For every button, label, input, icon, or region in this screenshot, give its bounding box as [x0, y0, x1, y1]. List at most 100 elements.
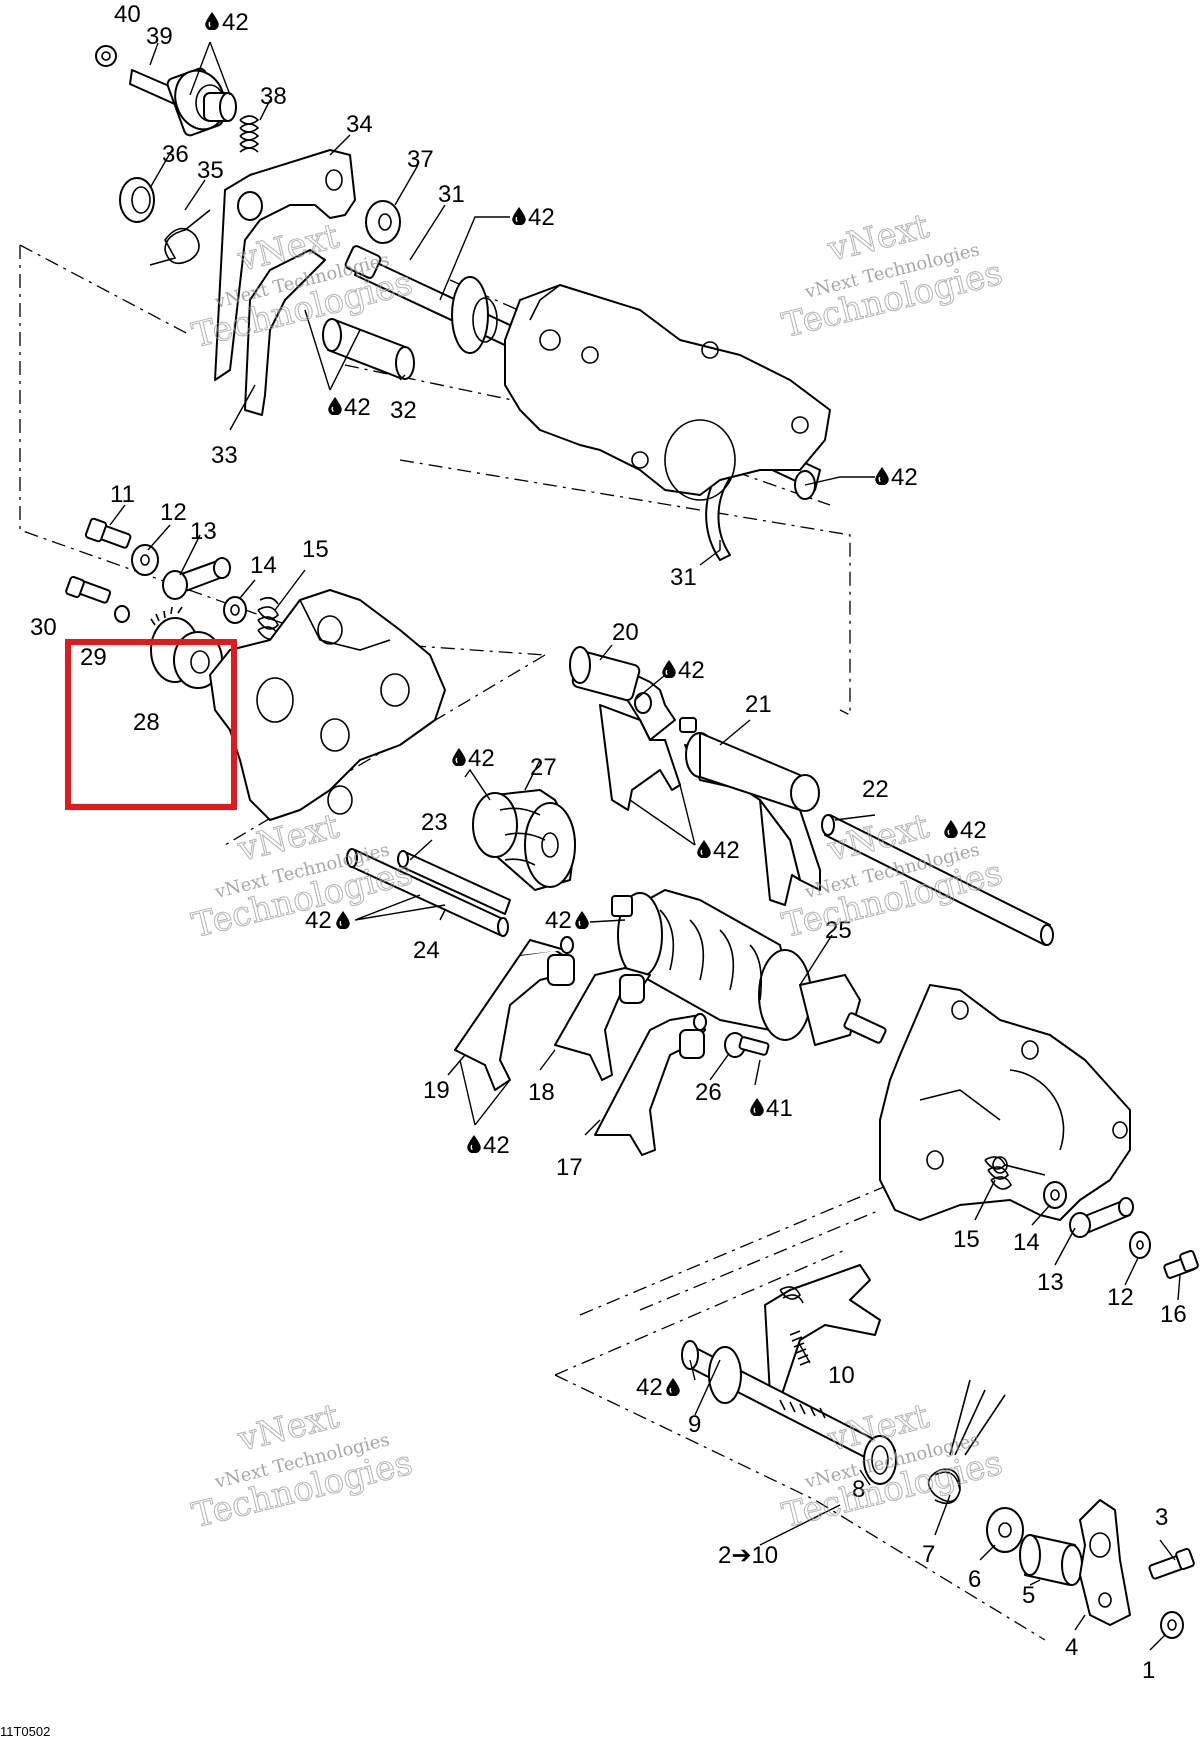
part-label: 1 — [1142, 1657, 1155, 1684]
part-22-fork-shaft — [821, 814, 1054, 946]
oil-drop-icon — [750, 1098, 764, 1116]
part-label: 14 — [1013, 1229, 1040, 1256]
watermark-upper-left: vNext vNext Technologies Technologies — [188, 216, 417, 357]
highlight-box — [65, 639, 237, 810]
part-5-bushing — [1019, 1534, 1083, 1586]
part-label: 30 — [30, 614, 57, 641]
part-4-shift-lever — [1079, 1499, 1131, 1626]
oil-drop-icon — [512, 207, 526, 225]
part-18-shift-fork — [554, 967, 651, 1081]
oil-drop-icon — [336, 911, 350, 929]
part-20-shift-fork — [569, 646, 681, 811]
part-11-bolt — [84, 517, 132, 549]
oil-drop-icon — [452, 748, 466, 766]
leader-lines — [109, 41, 1181, 1651]
part-35-torsion-spring — [149, 209, 211, 266]
part-33-shift-lever-arm — [244, 249, 326, 416]
oil-drop-icon — [666, 1378, 680, 1396]
part-label: 14 — [250, 552, 277, 579]
oil-drop-icon — [662, 660, 676, 678]
part-27-cam — [472, 789, 576, 891]
part-29-washer — [114, 605, 130, 623]
part-17-shift-fork — [594, 1013, 707, 1156]
part-label: 13 — [190, 518, 217, 545]
oil-drop-icon — [467, 1135, 481, 1153]
part-number-labels: 40 39 38 34 36 35 37 31 32 33 31 11 12 1… — [30, 1, 1187, 1684]
part-label: 31 — [438, 181, 465, 208]
part-label: 24 — [413, 937, 440, 964]
part-37-washer — [365, 200, 401, 244]
part-label: 25 — [825, 917, 852, 944]
part-7-torsion-spring — [927, 1379, 1006, 1505]
part-13b-lever — [1069, 1197, 1134, 1238]
part-1-washer — [1160, 1611, 1184, 1639]
lube-label: 42 — [528, 204, 555, 231]
part-label: 32 — [390, 397, 417, 424]
part-label: 7 — [922, 1541, 935, 1568]
left-housing-case — [209, 589, 446, 821]
part-15-spring — [257, 596, 279, 640]
part-30-bolt — [65, 575, 112, 604]
part-label: 13 — [1037, 1269, 1064, 1296]
part-32-bushing — [322, 318, 415, 380]
oil-drop-icon — [697, 840, 711, 858]
reference-code: 11T0502 — [0, 1724, 50, 1739]
part-label: 3 — [1155, 1504, 1168, 1531]
part-label: 18 — [528, 1079, 555, 1106]
lube-label: 42 — [960, 817, 987, 844]
watermark-upper-right: vNext vNext Technologies Technologies — [778, 206, 1007, 347]
part-label: 12 — [160, 499, 187, 526]
part-label: 8 — [852, 1476, 865, 1503]
part-12b-washer — [1129, 1231, 1151, 1259]
part-label: 27 — [530, 754, 557, 781]
part-34-shift-lever — [214, 149, 356, 381]
part-label: 40 — [114, 1, 141, 28]
part-label: 26 — [695, 1079, 722, 1106]
part-label: 2➔10 — [718, 1542, 778, 1569]
part-12-washer — [131, 544, 159, 576]
part-label: 20 — [612, 619, 639, 646]
part-39-gear-shaft — [129, 67, 237, 137]
part-21-shift-fork — [679, 717, 821, 906]
oil-drop-icon — [205, 12, 219, 30]
oil-drop-icon — [575, 911, 589, 929]
part-label: 17 — [556, 1154, 583, 1181]
part-23-fork-rod — [346, 848, 509, 937]
part-label: 15 — [302, 536, 329, 563]
lube-label: 42 — [305, 907, 332, 934]
lube-label: 42 — [483, 1132, 510, 1159]
watermark-middle-left: vNext vNext Technologies Technologies — [188, 806, 417, 947]
part-14-washer — [223, 596, 247, 624]
part-label: 6 — [968, 1566, 981, 1593]
part-label: 37 — [407, 146, 434, 173]
part-label: 5 — [1022, 1582, 1035, 1609]
part-26-pin — [724, 1032, 770, 1058]
part-label: 21 — [745, 691, 772, 718]
part-label: 23 — [421, 809, 448, 836]
part-label: 16 — [1160, 1301, 1187, 1328]
part-14b-washer — [1043, 1181, 1067, 1209]
watermark-lower-left: vNext vNext Technologies Technologies — [188, 1396, 417, 1537]
right-housing-case — [879, 984, 1131, 1221]
part-8-seal — [863, 1435, 897, 1485]
part-label: 11 — [110, 481, 135, 508]
part-10-spring — [779, 1286, 811, 1366]
lube-label: 41 — [766, 1095, 793, 1122]
part-label: 19 — [423, 1077, 450, 1104]
lube-label: 42 — [468, 745, 495, 772]
part-label: 36 — [162, 141, 189, 168]
part-label: 12 — [1107, 1284, 1134, 1311]
part-24-fork-rod — [397, 850, 511, 915]
lube-label: 42 — [636, 1374, 663, 1401]
oil-drop-icon — [875, 467, 889, 485]
lube-label: 42 — [545, 907, 572, 934]
oil-drop-icon — [944, 820, 958, 838]
lube-label: 42 — [222, 9, 249, 36]
part-label: 28 — [133, 709, 160, 736]
part-25-shift-drum — [611, 889, 887, 1046]
part-36-seal — [119, 177, 155, 223]
part-38-spring — [239, 115, 260, 153]
part-16-bolt — [1163, 1249, 1199, 1279]
oil-drop-icon — [328, 397, 342, 415]
